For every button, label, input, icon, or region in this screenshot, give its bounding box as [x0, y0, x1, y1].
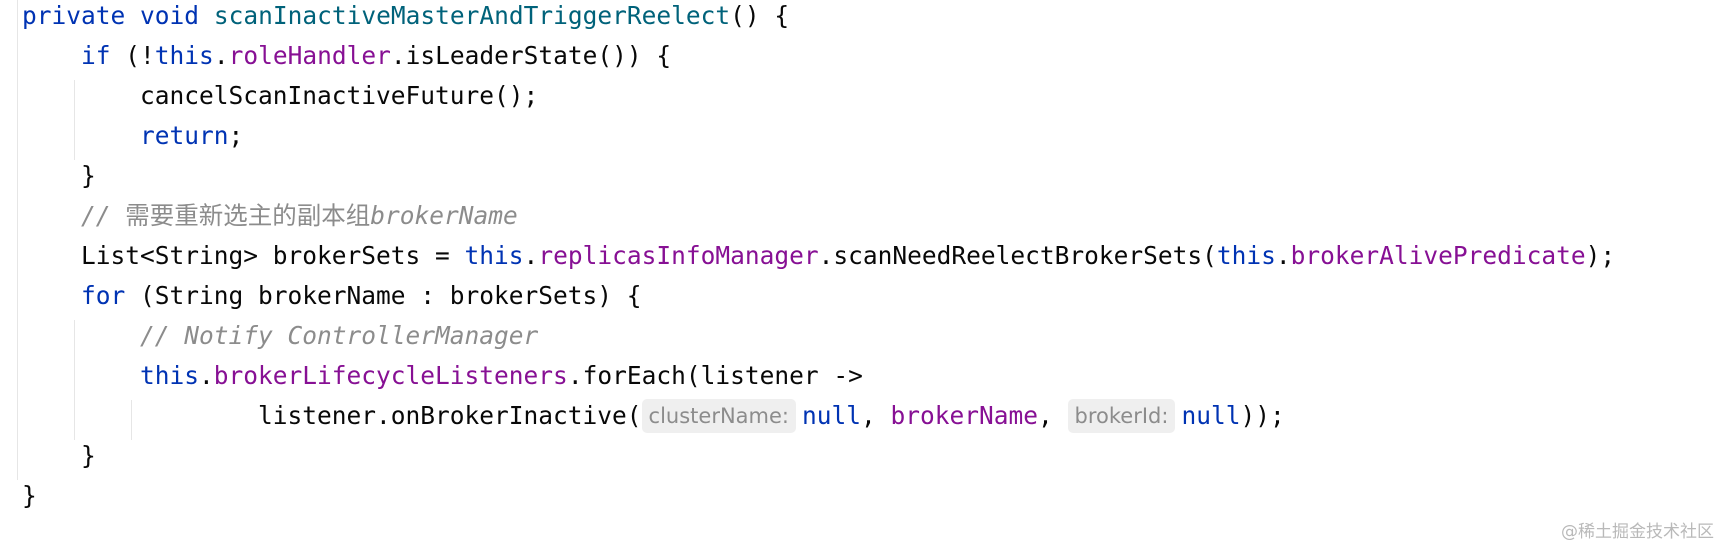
code-line-11: listener.onBrokerInactive(clusterName:nu…	[22, 396, 1285, 436]
comment-chinese: 需要重新选主的副本组	[125, 201, 371, 230]
indent-guide	[131, 400, 132, 440]
indent-guide	[74, 320, 75, 440]
cancel-call: cancelScanInactiveFuture();	[140, 81, 539, 110]
for-rest: (String brokerName : brokerSets) {	[125, 281, 642, 310]
if-open: (!	[110, 41, 155, 70]
method-name: scanInactiveMasterAndTriggerReelect	[213, 1, 731, 30]
param-hint-cluster-name: clusterName:	[641, 399, 796, 433]
watermark: @稀土掘金技术社区	[1561, 522, 1714, 542]
code-line-9: // Notify ControllerManager	[22, 316, 538, 356]
field-broker-alive-predicate: brokerAlivePredicate	[1290, 241, 1586, 270]
code-line-7: List<String> brokerSets = this.replicasI…	[22, 236, 1615, 276]
keyword-null: null	[801, 401, 861, 430]
code-line-10: this.brokerLifecycleListeners.forEach(li…	[22, 356, 863, 396]
keyword-this: this	[140, 361, 200, 390]
indent-guide	[74, 80, 75, 160]
dot: .	[523, 241, 539, 270]
keyword-private: private	[22, 1, 126, 30]
code-line-5: }	[22, 156, 96, 196]
param-hint-broker-id: brokerId:	[1067, 399, 1176, 433]
comma: ,	[861, 401, 891, 430]
code-line-8: for (String brokerName : brokerSets) {	[22, 276, 642, 316]
is-leader-call: .isLeaderState()) {	[390, 41, 672, 70]
list-declaration: List<String> brokerSets =	[81, 241, 465, 270]
keyword-return: return	[140, 121, 229, 150]
keyword-if: if	[81, 41, 111, 70]
foreach-call: .forEach(listener ->	[567, 361, 863, 390]
keyword-this: this	[154, 41, 214, 70]
keyword-this: this	[464, 241, 524, 270]
code-line-6: // 需要重新选主的副本组brokerName	[22, 196, 518, 236]
dot: .	[1275, 241, 1291, 270]
keyword-null: null	[1181, 401, 1241, 430]
close-brace: }	[81, 441, 96, 470]
field-broker-lifecycle-listeners: brokerLifecycleListeners	[213, 361, 568, 390]
scan-call: .scanNeedReelectBrokerSets(	[818, 241, 1217, 270]
dot: .	[199, 361, 214, 390]
signature-rest: () {	[730, 1, 790, 30]
comma: ,	[1038, 401, 1068, 430]
call-close: ));	[1240, 401, 1285, 430]
close-brace: }	[22, 481, 37, 510]
comment-broker-name: brokerName	[370, 201, 518, 230]
code-line-4: return;	[22, 116, 243, 156]
close-brace: }	[81, 161, 96, 190]
indent-guide	[17, 0, 18, 480]
semicolon: ;	[228, 121, 244, 150]
comment-prefix: //	[81, 201, 126, 230]
keyword-this: this	[1216, 241, 1276, 270]
keyword-for: for	[81, 281, 126, 310]
keyword-void: void	[140, 1, 200, 30]
field-role-handler: roleHandler	[228, 41, 391, 70]
call-end: );	[1585, 241, 1616, 270]
code-line-1: private void scanInactiveMasterAndTrigge…	[22, 0, 789, 36]
dot: .	[213, 41, 229, 70]
code-line-3: cancelScanInactiveFuture();	[22, 76, 538, 116]
arg-broker-name: brokerName	[890, 401, 1039, 430]
comment-notify: // Notify ControllerManager	[140, 321, 539, 350]
code-line-13: }	[22, 476, 37, 516]
code-line-12: }	[22, 436, 96, 476]
code-line-2: if (!this.roleHandler.isLeaderState()) {	[22, 36, 671, 76]
field-replicas-info-manager: replicasInfoManager	[538, 241, 819, 270]
listener-call: listener.onBrokerInactive(	[258, 401, 642, 430]
